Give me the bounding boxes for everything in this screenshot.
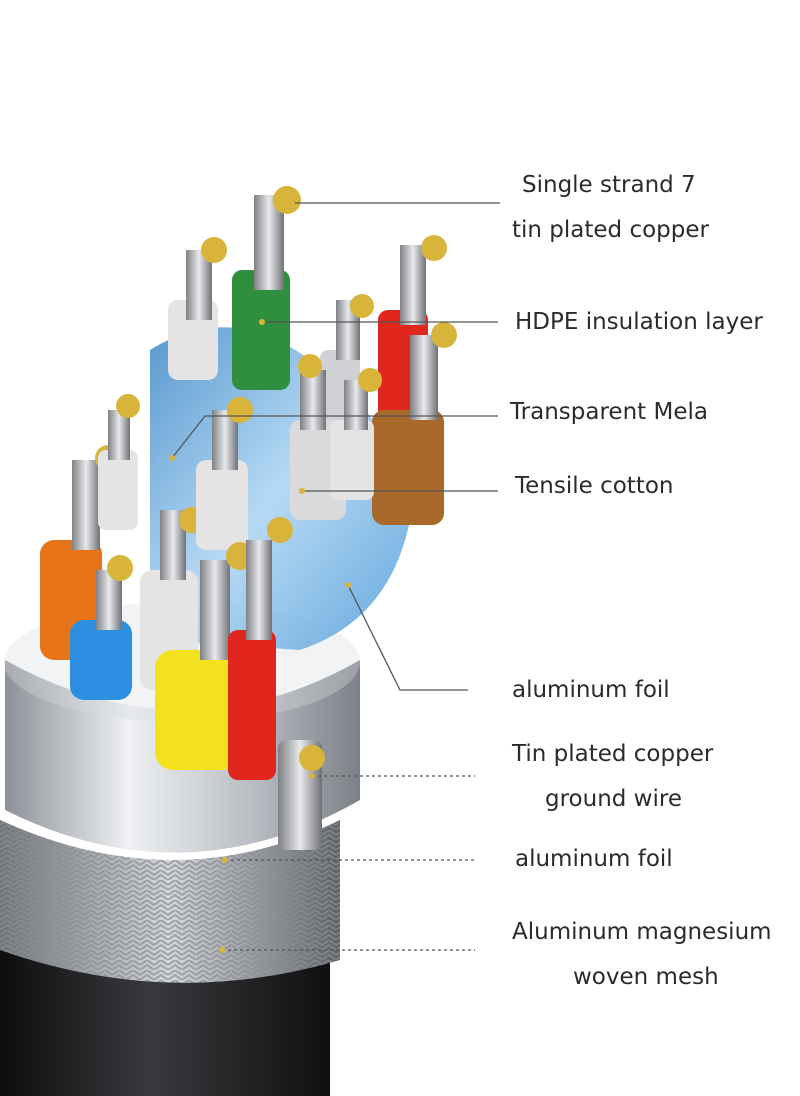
leader-lines (171, 202, 500, 951)
label-single-strand-line2: tin plated copper (512, 217, 709, 243)
label-tensile: Tensile cotton (515, 473, 674, 499)
wire-green (232, 186, 301, 390)
label-mesh-line2: woven mesh (573, 964, 719, 990)
leader-dots (169, 200, 351, 953)
ground-wire-strands (278, 740, 325, 850)
label-single-strand-line1: Single strand 7 (522, 172, 696, 198)
wire-white-upperleft (98, 394, 140, 530)
wire-white-left (168, 237, 227, 380)
wire-white-inner (196, 397, 253, 550)
wire-brown (372, 322, 457, 525)
label-foil-inner: aluminum foil (512, 677, 670, 703)
label-ground-line2: ground wire (545, 786, 682, 812)
wire-white-mid2 (330, 368, 382, 500)
wire-blue (70, 555, 133, 700)
wire-yellow (155, 542, 254, 770)
label-ground-line1: Tin plated copper (512, 741, 714, 767)
label-mela: Transparent Mela (510, 399, 708, 425)
label-hdpe: HDPE insulation layer (515, 309, 763, 335)
wire-red-front (228, 517, 293, 780)
woven-mesh (0, 820, 340, 983)
label-foil-outer: aluminum foil (515, 846, 673, 872)
label-mesh-line1: Aluminum magnesium (512, 919, 772, 945)
